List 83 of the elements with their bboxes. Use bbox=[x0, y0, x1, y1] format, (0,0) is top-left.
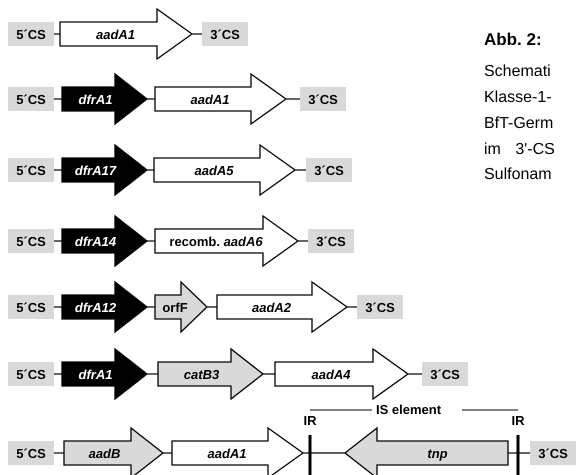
gene-block bbox=[62, 216, 147, 266]
sequence-box bbox=[8, 441, 54, 465]
connector-line bbox=[54, 452, 64, 454]
connector-line bbox=[286, 98, 300, 100]
sequence-label: 5´CS bbox=[16, 300, 46, 314]
gene-block bbox=[158, 349, 263, 399]
connector-line bbox=[295, 169, 306, 171]
gene-block bbox=[275, 349, 408, 399]
gene-label: dfrA14 bbox=[74, 234, 116, 248]
sequence-label: 3´CS bbox=[314, 162, 344, 178]
caption-text: Sulfonam bbox=[484, 166, 552, 184]
connector-line bbox=[408, 373, 422, 375]
sequence-label: 3´CS bbox=[308, 92, 338, 106]
sequence-box bbox=[8, 229, 54, 253]
connector-line bbox=[192, 33, 202, 35]
gene-block bbox=[155, 282, 207, 332]
gene-label: dfrA17 bbox=[74, 162, 116, 178]
sequence-box bbox=[530, 441, 576, 465]
connector-line bbox=[207, 306, 217, 308]
caption-text: Schemati bbox=[484, 63, 551, 81]
gene-block bbox=[155, 74, 286, 124]
sequence-label: 5´CS bbox=[16, 26, 46, 42]
gene-label: dfrA12 bbox=[74, 300, 116, 314]
caption-text: Klasse-1- bbox=[484, 89, 552, 107]
gene-block bbox=[64, 428, 163, 475]
gene-label: aadA1 bbox=[190, 92, 230, 106]
sequence-box bbox=[8, 158, 54, 182]
sequence-label: 5´CS bbox=[16, 92, 46, 106]
sequence-label: 3´CS bbox=[316, 234, 346, 248]
sequence-box bbox=[8, 22, 54, 46]
bracket-label: IS element bbox=[376, 402, 442, 417]
repeat-label: IR bbox=[302, 413, 318, 428]
sequence-box bbox=[306, 158, 352, 182]
sequence-label: 3´CS bbox=[430, 366, 460, 382]
gene-block bbox=[62, 282, 147, 332]
connector-line bbox=[312, 452, 345, 454]
gene-block bbox=[172, 428, 303, 475]
gene-block bbox=[62, 349, 147, 399]
gene-label: aadA1 bbox=[207, 446, 247, 460]
sequence-box bbox=[8, 295, 54, 319]
gene-label: orfF bbox=[162, 300, 188, 314]
connector-line bbox=[263, 373, 275, 375]
gene-label: aadA4 bbox=[311, 366, 351, 382]
gene-label: aadA2 bbox=[252, 300, 292, 314]
sequence-box bbox=[422, 362, 468, 386]
inverted-repeat-marker bbox=[302, 413, 318, 475]
connector-line bbox=[347, 306, 357, 308]
sequence-box bbox=[357, 295, 403, 319]
repeat-label: IR bbox=[510, 413, 526, 428]
gene-label: aadA1 bbox=[96, 26, 136, 42]
connector-line bbox=[520, 452, 530, 454]
gene-block bbox=[345, 428, 508, 475]
gene-block bbox=[155, 216, 298, 266]
inverted-repeat-marker bbox=[510, 413, 526, 475]
gene-label: dfrA1 bbox=[78, 366, 112, 382]
sequence-box bbox=[8, 362, 54, 386]
figure-title: Abb. 2: bbox=[484, 30, 542, 50]
caption-text: BfT-Germ bbox=[484, 115, 554, 133]
gene-label: dfrA1 bbox=[78, 92, 112, 106]
sequence-label: 5´CS bbox=[16, 234, 46, 248]
gene-label: aadA5 bbox=[194, 162, 234, 178]
sequence-label: 3´CS bbox=[365, 300, 395, 314]
gene-block bbox=[62, 74, 147, 124]
gene-block bbox=[154, 145, 295, 195]
sequence-label: 3´CS bbox=[538, 446, 568, 460]
sequence-label: 5´CS bbox=[16, 446, 46, 460]
sequence-box bbox=[202, 22, 248, 46]
sequence-label: 5´CS bbox=[16, 366, 46, 382]
sequence-label: 5´CS bbox=[16, 162, 46, 178]
sequence-box bbox=[8, 87, 54, 111]
sequence-box bbox=[300, 87, 346, 111]
gene-block bbox=[62, 145, 147, 195]
gene-block bbox=[217, 282, 347, 332]
gene-label: aadB bbox=[88, 446, 120, 460]
caption-text: im 3'-CS bbox=[484, 141, 555, 159]
gene-label: tnp bbox=[427, 446, 448, 460]
connector-line bbox=[147, 373, 158, 375]
gene-label: recomb. aadA6 bbox=[169, 234, 263, 248]
connector-line bbox=[298, 240, 308, 242]
sequence-box bbox=[308, 229, 354, 253]
sequence-label: 3´CS bbox=[210, 26, 240, 42]
gene-label: catB3 bbox=[184, 366, 220, 382]
gene-block bbox=[60, 9, 192, 59]
